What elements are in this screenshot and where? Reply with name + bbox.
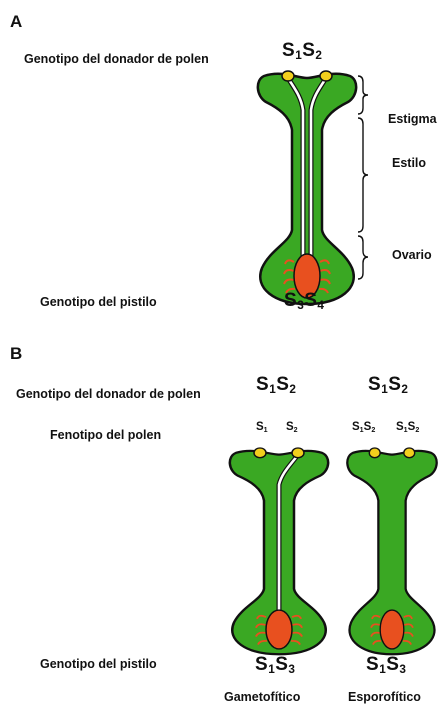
ovary-label: Ovario bbox=[392, 248, 432, 262]
pistil-genotype-a: S3S4 bbox=[284, 290, 324, 312]
style-label: Estilo bbox=[392, 156, 426, 170]
pollen-phenotype-b-right-2: S1S2 bbox=[396, 421, 419, 433]
panel-b-letter: B bbox=[10, 344, 22, 364]
panel-a-letter: A bbox=[10, 12, 22, 32]
pistil-genotype-label-a: Genotipo del pistilo bbox=[40, 295, 157, 309]
donor-genotype-b-left: S1S2 bbox=[256, 374, 296, 396]
pollen-phenotype-b-left-2: S2 bbox=[286, 421, 298, 433]
pollen-phenotype-b-right-1: S1S2 bbox=[352, 421, 375, 433]
caption-gametophytic: Gametofítico bbox=[224, 690, 300, 704]
donor-genotype-label-a: Genotipo del donador de polen bbox=[24, 52, 209, 66]
caption-sporophytic: Esporofítico bbox=[348, 690, 421, 704]
pollen-grain bbox=[282, 71, 294, 81]
pistil-diagram-a bbox=[252, 66, 362, 306]
pistil-diagram-gametophytic bbox=[224, 444, 334, 656]
donor-genotype-a: S1S2 bbox=[282, 40, 322, 62]
donor-genotype-b-right: S1S2 bbox=[368, 374, 408, 396]
pollen-grain bbox=[292, 448, 304, 458]
pollen-grain bbox=[254, 448, 266, 458]
pollen-grain bbox=[320, 71, 332, 81]
pistil-genotype-b-left: S1S3 bbox=[255, 654, 295, 676]
pollen-phenotype-label: Fenotipo del polen bbox=[50, 428, 161, 442]
pollen-phenotype-b-left-1: S1 bbox=[256, 421, 268, 433]
donor-genotype-label-b: Genotipo del donador de polen bbox=[16, 387, 201, 401]
pistil-diagram-sporophytic bbox=[342, 444, 442, 656]
pollen-grain bbox=[369, 448, 380, 458]
stigma-label: Estigma bbox=[388, 112, 437, 126]
pistil-genotype-label-b: Genotipo del pistilo bbox=[40, 657, 157, 671]
pistil-genotype-b-right: S1S3 bbox=[366, 654, 406, 676]
pollen-grain bbox=[404, 448, 415, 458]
region-braces-a bbox=[356, 74, 376, 284]
